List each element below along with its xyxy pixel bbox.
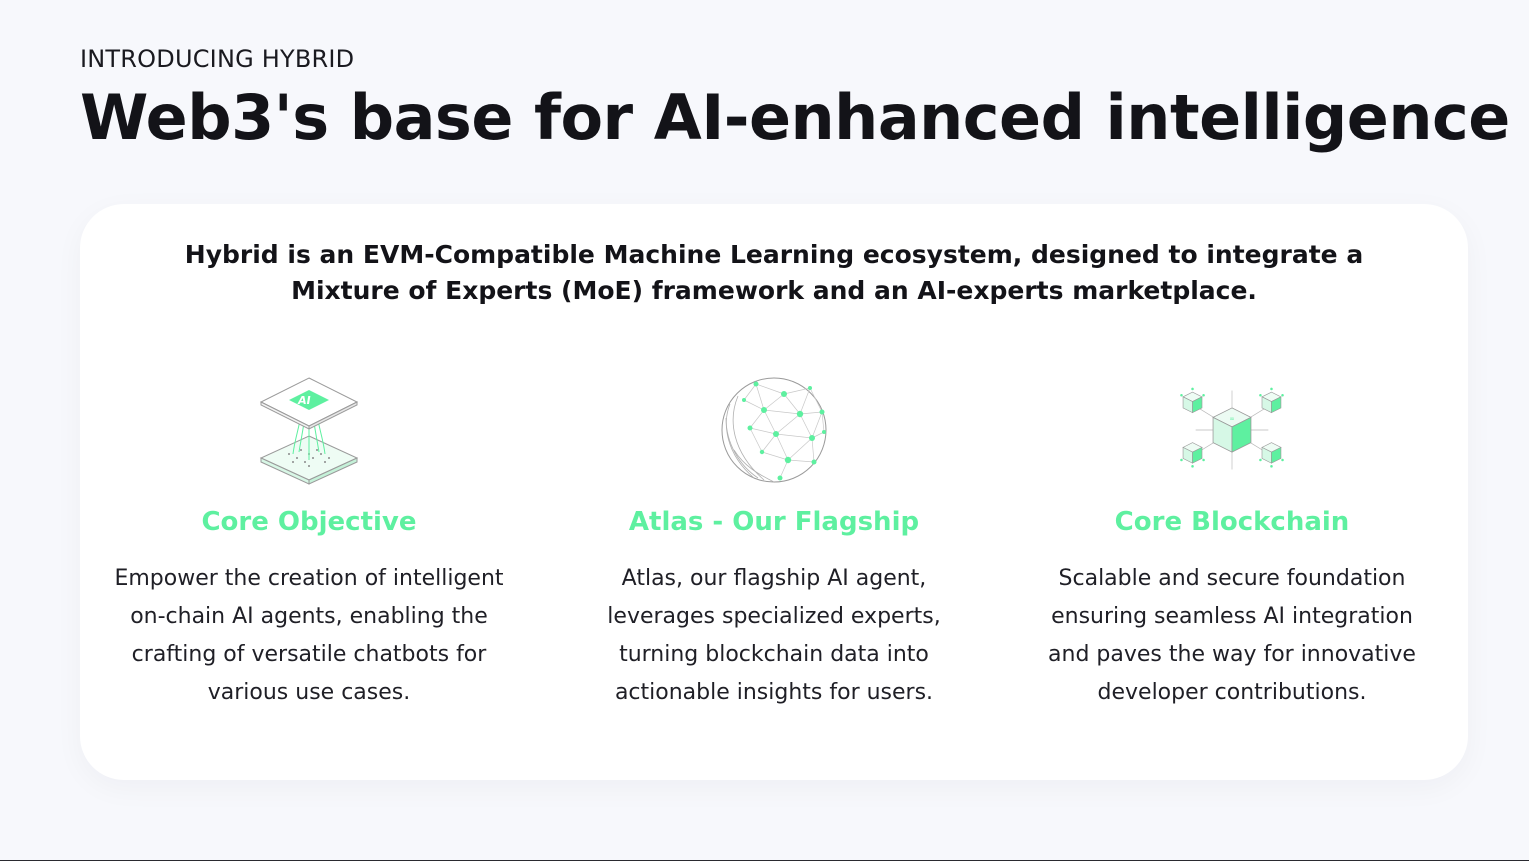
page-title: Web3's base for AI-enhanced intelligence xyxy=(80,81,1510,154)
feature-title: Atlas - Our Flagship xyxy=(628,507,920,537)
network-globe-icon xyxy=(721,377,827,483)
feature-atlas: Atlas - Our Flagship Atlas, our flagship… xyxy=(554,374,994,712)
feature-core-blockchain: ∞ xyxy=(1012,374,1452,712)
feature-title: Core Objective xyxy=(201,507,417,537)
eyebrow-label: INTRODUCING HYBRID xyxy=(80,45,355,73)
feature-description: Scalable and secure foundation ensuring … xyxy=(1048,566,1416,705)
svg-text:∞: ∞ xyxy=(1229,416,1234,423)
ai-chip-icon: AI xyxy=(259,377,359,485)
feature-core-objective: AI Core Objective Empower the creation o… xyxy=(89,374,529,712)
feature-title: Core Blockchain xyxy=(1114,507,1350,537)
svg-text:AI: AI xyxy=(297,394,312,407)
feature-description: Atlas, our flagship AI agent, leverages … xyxy=(607,566,941,705)
feature-description: Empower the creation of intelligent on-c… xyxy=(114,566,504,705)
feature-list: AI Core Objective Empower the creation o… xyxy=(80,374,1468,734)
overview-card: Hybrid is an EVM-Compatible Machine Lear… xyxy=(80,204,1468,780)
intro-text: Hybrid is an EVM-Compatible Machine Lear… xyxy=(184,240,1364,305)
blockchain-cubes-icon: ∞ xyxy=(1180,387,1284,470)
